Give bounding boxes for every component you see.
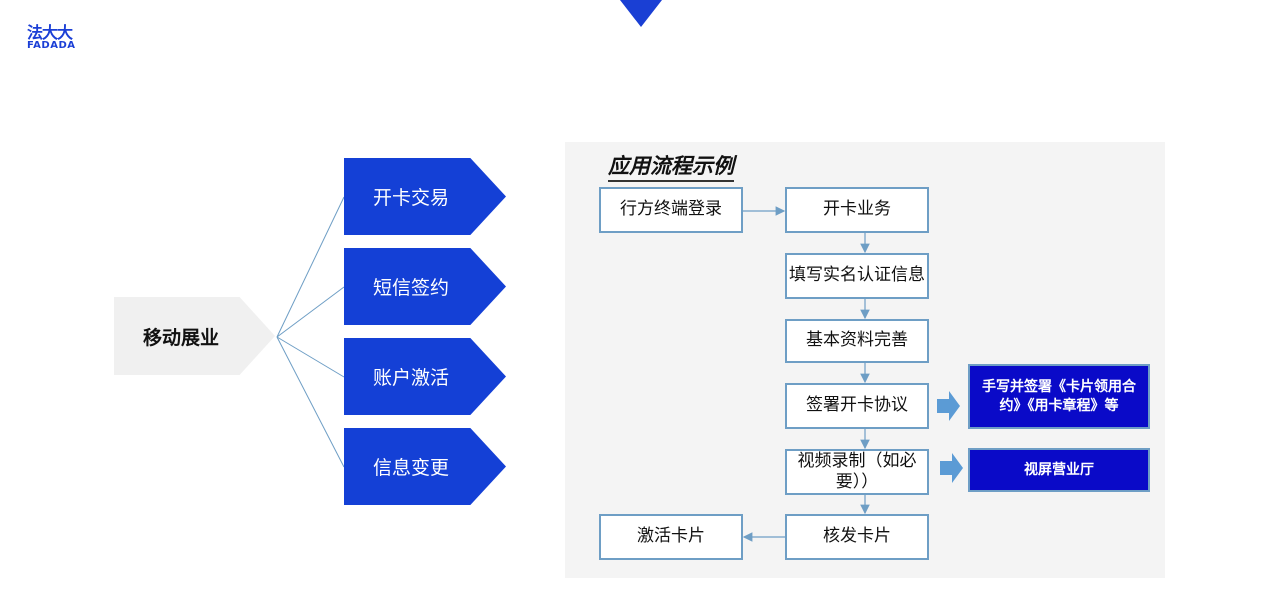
step-open-card: 开卡业务 bbox=[785, 187, 929, 233]
note-handwrite-sign: 手写并签署《卡片领用合约》《用卡章程》等 bbox=[968, 364, 1150, 429]
branch-open-card: 开卡交易 bbox=[344, 158, 506, 235]
logo-cn: 法大大 bbox=[27, 23, 73, 42]
step-login: 行方终端登录 bbox=[599, 187, 743, 233]
block-arrow-icon bbox=[937, 391, 960, 421]
step-fill-realname: 填写实名认证信息 bbox=[785, 253, 929, 299]
flow-title: 应用流程示例 bbox=[608, 150, 734, 182]
step-sign-agreement: 签署开卡协议 bbox=[785, 383, 929, 429]
branch-info-change: 信息变更 bbox=[344, 428, 506, 505]
branch-sms-sign: 短信签约 bbox=[344, 248, 506, 325]
branch-account-activate: 账户激活 bbox=[344, 338, 506, 415]
step-complete-info: 基本资料完善 bbox=[785, 319, 929, 363]
step-video-record: 视频录制（如必要）） bbox=[785, 449, 929, 495]
step-activate-card: 激活卡片 bbox=[599, 514, 743, 560]
triangle-marker-icon bbox=[620, 0, 662, 27]
note-video-hall: 视屏营业厅 bbox=[968, 448, 1150, 492]
logo-en: FADADA bbox=[27, 40, 76, 51]
root-node: 移动展业 bbox=[114, 297, 275, 375]
fadada-logo: 法大大 FADADA bbox=[27, 25, 76, 51]
block-arrow-icon bbox=[940, 453, 963, 483]
step-issue-card: 核发卡片 bbox=[785, 514, 929, 560]
